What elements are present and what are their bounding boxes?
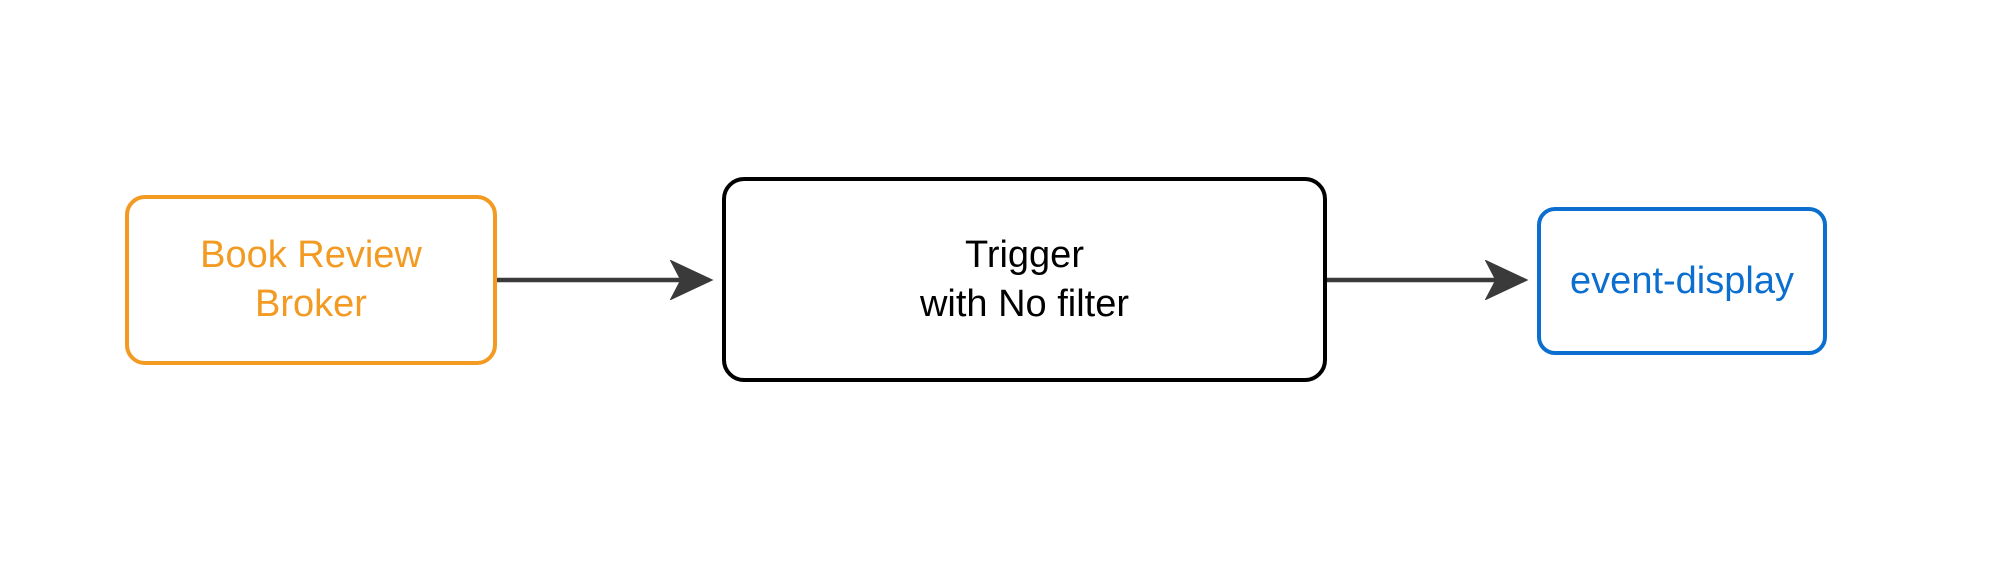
edge-trigger-to-event-display bbox=[1327, 260, 1529, 300]
edge-broker-to-trigger bbox=[497, 260, 714, 300]
node-label-event-display: event-display bbox=[1570, 259, 1794, 302]
node-event-display[interactable]: event-display bbox=[1537, 207, 1827, 355]
node-book-review-broker[interactable]: Book Review Broker bbox=[125, 195, 497, 365]
node-trigger[interactable]: Trigger with No filter bbox=[722, 177, 1327, 382]
node-label-trigger: Trigger with No filter bbox=[919, 233, 1130, 325]
node-label-book-review-broker: Book Review Broker bbox=[200, 234, 422, 325]
